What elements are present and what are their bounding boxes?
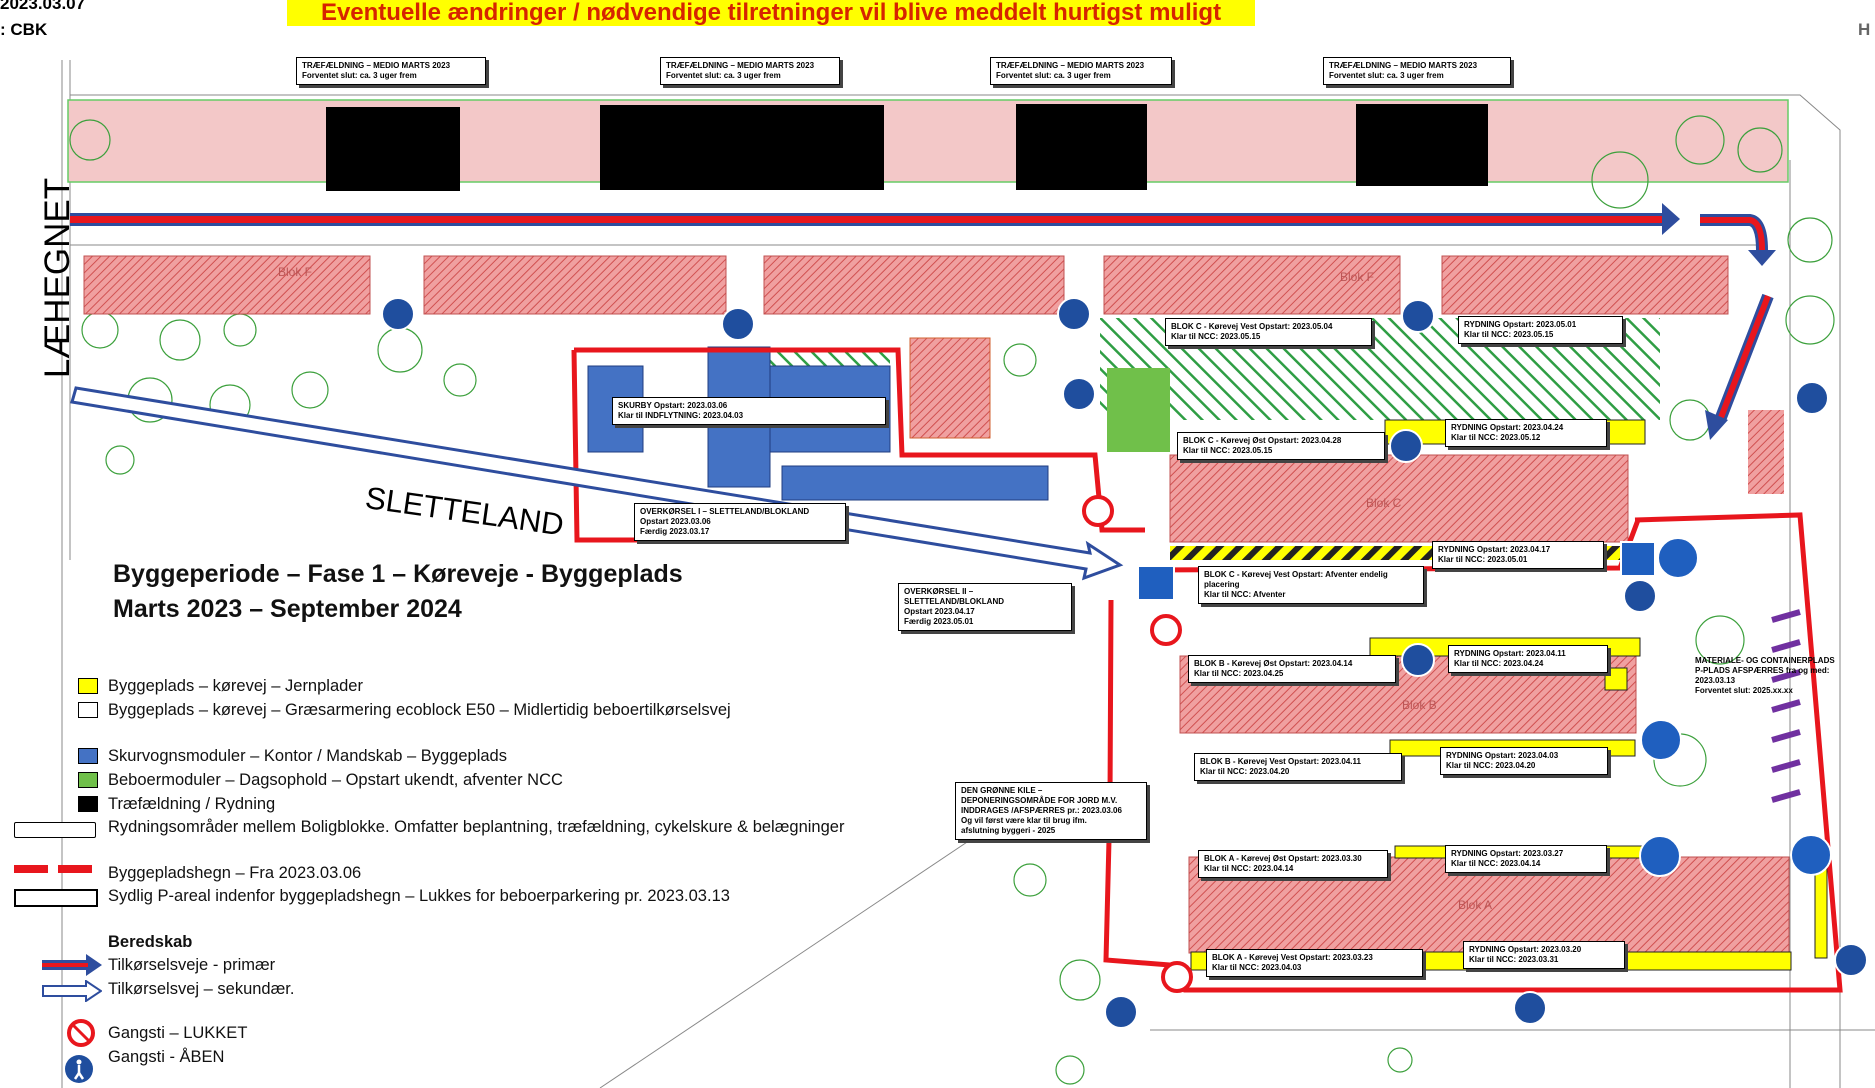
- legend-item-path-open: Gangsti - ÅBEN: [108, 1048, 225, 1066]
- legend-item-parking: Sydlig P-areal indenfor byggepladshegn –…: [108, 887, 730, 905]
- material-yard-stripes: [1771, 609, 1801, 803]
- walkway-open-signs: [381, 297, 1868, 1029]
- block-label-a: Blok A: [1458, 898, 1493, 912]
- secondary-access-arrow: [70, 386, 1124, 581]
- street-lahegnet: LÆHEGNET: [38, 177, 77, 379]
- legend-item-path-closed: Gangsti – LUKKET: [108, 1024, 248, 1042]
- label-c-vest-top: BLOK C - Kørevej Vest Opstart: 2023.05.0…: [1165, 318, 1372, 346]
- legend-item-road-grass: Byggeplads – kørevej – Græsarmering ecob…: [108, 701, 731, 719]
- legend-item-road-steel: Byggeplads – kørevej – Jernplader: [108, 677, 363, 695]
- label-a-ost: BLOK A - Kørevej Øst Opstart: 2023.03.30…: [1198, 850, 1388, 878]
- label-c-vest-bot: BLOK C - Kørevej Vest Opstart: Afventer …: [1198, 566, 1424, 604]
- label-b-vest: BLOK B - Kørevej Vest Opstart: 2023.04.1…: [1194, 753, 1402, 781]
- block-f-buildings: [83, 255, 1729, 315]
- legend-swatch-fence: [14, 865, 98, 873]
- author-fragment: : CBK: [0, 20, 48, 39]
- legend-beredskab-title: Beredskab: [108, 933, 193, 951]
- legend-swatch-outline: [14, 822, 96, 838]
- base-linework: [61, 60, 1875, 1088]
- block-label-c: Blok C: [1366, 496, 1402, 510]
- legend-swatch-blue: [78, 748, 98, 764]
- primary-access-arrows: [70, 203, 1776, 440]
- crossing-signs: [1137, 541, 1656, 601]
- legend-arrow-primary: [42, 954, 102, 976]
- legend-swatch-white: [78, 702, 98, 718]
- blocks-cba: [1169, 454, 1790, 954]
- building-small-east: [1748, 410, 1784, 494]
- block-label-b: Blok B: [1402, 698, 1437, 712]
- walkway-closed-signs: [1082, 495, 1193, 993]
- legend-item-secondary-access: Tilkørselsvej – sekundær.: [108, 980, 295, 998]
- terrace-area: [909, 337, 991, 439]
- notice-banner: Eventuelle ændringer / nødvendige tilret…: [287, 0, 1255, 26]
- legend-title: Byggeperiode – Fase 1 – Køreveje - Bygge…: [113, 560, 683, 588]
- legend-swatch-black: [78, 796, 98, 812]
- label-a-vest: BLOK A - Kørevej Vest Opstart: 2023.03.2…: [1206, 949, 1423, 977]
- redaction-blocks: [326, 104, 1488, 191]
- legend-item-resident-modules: Beboermoduler – Dagsophold – Opstart uke…: [108, 771, 563, 789]
- label-b-ost: BLOK B - Kørevej Øst Opstart: 2023.04.14…: [1188, 655, 1396, 683]
- block-label-f-east: Blok F: [1340, 270, 1375, 284]
- right-fragment: H: [1858, 20, 1871, 39]
- legend-item-primary-access: Tilkørselsveje - primær: [108, 956, 276, 974]
- legend-swatch-parking: [14, 889, 98, 907]
- walkway-open-icon: [65, 1055, 93, 1083]
- walkway-closed-icon: [67, 1019, 95, 1047]
- legend-subtitle: Marts 2023 – September 2024: [113, 595, 462, 623]
- direction-signs: [1639, 537, 1832, 877]
- label-c-ost: BLOK C - Kørevej Øst Opstart: 2023.04.28…: [1177, 432, 1385, 460]
- legend-item-clearing: Rydningsområder mellem Boligblokke. Omfa…: [108, 818, 845, 836]
- legend-swatch-yellow: [78, 678, 98, 694]
- legend-item-tree-felling: Træfældning / Rydning: [108, 795, 276, 813]
- block-label-f-west: Blok F: [278, 265, 313, 279]
- resident-module: [1107, 368, 1170, 452]
- legend-item-cabins: Skurvognsmoduler – Kontor / Mandskab – B…: [108, 747, 507, 765]
- label-gronne-kile: DEN GRØNNE KILE –DEPONERINGSOMRÅDE FOR J…: [955, 782, 1147, 840]
- legend-arrow-secondary: [42, 980, 102, 1002]
- date-fragment: 2023.03.07: [0, 0, 86, 13]
- legend-swatch-green: [78, 772, 98, 788]
- legend-item-fence: Byggepladshegn – Fra 2023.03.06: [108, 864, 362, 882]
